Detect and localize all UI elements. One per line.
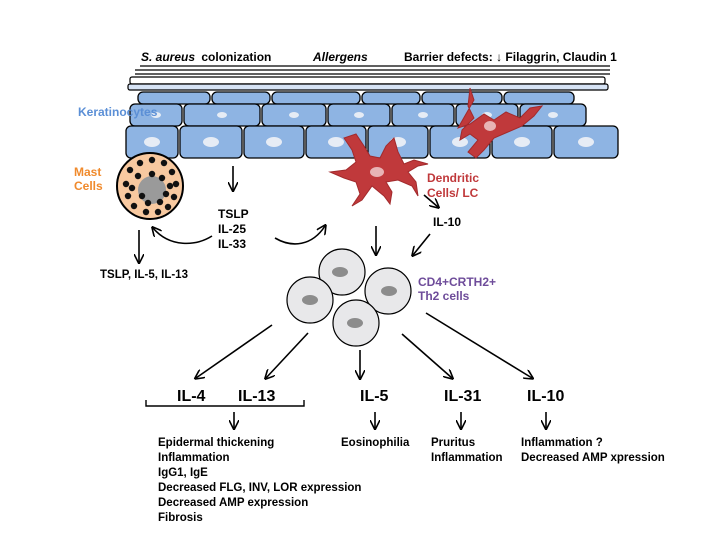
- mast-cell-granules: [122, 156, 180, 216]
- arrows-interleukins: [196, 312, 532, 378]
- barrier-defects-label: Barrier defects: ↓ Filaggrin, Claudin 1: [404, 50, 617, 64]
- keratinocyte-row-2: [129, 103, 587, 127]
- mast-granule: [166, 182, 174, 190]
- mast-granule: [134, 172, 142, 180]
- mast-products-label: TSLP, IL-5, IL-13: [100, 269, 188, 281]
- effect-il10-2: Decreased AMP xpression: [521, 452, 665, 464]
- keratinocyte-cell: [271, 91, 361, 105]
- mast-granule: [136, 159, 144, 167]
- keratinocyte-nucleus: [289, 112, 299, 118]
- keratinocyte-nucleus: [354, 112, 364, 118]
- keratinocyte-nucleus: [266, 137, 282, 147]
- th2-cells: [286, 248, 412, 347]
- upper-keratinocyte-layer: [127, 76, 609, 91]
- dendritic-label-2: Cells/ LC: [427, 186, 479, 200]
- il31-label: IL-31: [444, 388, 481, 405]
- effect-line: Decreased AMP expression: [158, 497, 308, 509]
- keratinocyte-row-3: [125, 125, 619, 159]
- keratinocyte-cell: [137, 91, 211, 105]
- dendritic-cell-upper: [456, 87, 544, 159]
- mast-granule: [164, 203, 172, 211]
- keratinocyte-row-1: [137, 91, 575, 105]
- mast-granule: [170, 193, 178, 201]
- keratinocyte-nucleus: [548, 112, 558, 118]
- mast-granule: [122, 180, 130, 188]
- mast-granule: [156, 198, 164, 206]
- mast-granule: [148, 156, 156, 164]
- keratinocyte-nucleus: [514, 137, 530, 147]
- cytokine-il25: IL-25: [218, 222, 246, 236]
- arrows-top: [139, 166, 438, 262]
- cytokine-il33: IL-33: [218, 237, 246, 251]
- effect-il31-2: Inflammation: [431, 452, 503, 464]
- mast-granule: [160, 159, 168, 167]
- mast-granule: [128, 184, 136, 192]
- effect-il10-1: Inflammation ?: [521, 437, 603, 449]
- effect-line: Fibrosis: [158, 512, 203, 524]
- mast-granule: [124, 192, 132, 200]
- keratinocyte-nucleus: [578, 137, 594, 147]
- keratinocyte-nucleus: [151, 112, 161, 118]
- dendritic-cell-lower: [328, 133, 429, 207]
- mast-label-2: Cells: [74, 179, 103, 193]
- il10-dc-label: IL-10: [433, 215, 461, 229]
- mast-granule: [172, 180, 180, 188]
- il5-label: IL-5: [360, 388, 389, 405]
- il10-label: IL-10: [527, 388, 564, 405]
- stratum-corneum: [135, 65, 610, 75]
- dendritic-label-1: Dendritic: [427, 171, 479, 185]
- keratinocyte-cell: [211, 91, 271, 105]
- mast-granule: [148, 170, 156, 178]
- keratinocyte-nucleus: [328, 137, 344, 147]
- effects-il4-il13: Epidermal thickening Inflammation IgG1, …: [158, 437, 361, 524]
- effect-il31-1: Pruritus: [431, 437, 475, 449]
- keratinocyte-cell: [361, 91, 421, 105]
- keratinocyte-nucleus: [203, 137, 219, 147]
- keratinocytes-label: Keratinocytes: [78, 105, 158, 119]
- mast-granule: [130, 202, 138, 210]
- mast-granule: [142, 208, 150, 216]
- mast-granule: [144, 199, 152, 207]
- keratinocyte-cell: [503, 91, 575, 105]
- effect-line: Inflammation: [158, 452, 230, 464]
- arrows-effects: [234, 412, 546, 428]
- il4-il13-bracket: [145, 400, 305, 407]
- mast-granule: [162, 190, 170, 198]
- allergens-label: Allergens: [312, 50, 368, 64]
- effect-il5: Eosinophilia: [341, 437, 410, 449]
- keratinocyte-cell: [421, 91, 503, 105]
- th2-label-1: CD4+CRTH2+: [418, 275, 496, 289]
- mast-granule: [154, 208, 162, 216]
- effect-line: Epidermal thickening: [158, 437, 274, 449]
- effect-line: Decreased FLG, INV, LOR expression: [158, 482, 361, 494]
- mast-label-1: Mast: [74, 165, 101, 179]
- s-aureus-colonization-label: S. aureus colonization: [141, 50, 271, 64]
- keratinocyte-nucleus: [217, 112, 227, 118]
- keratinocyte-nucleus: [418, 112, 428, 118]
- mast-granule: [158, 174, 166, 182]
- il4-label: IL-4: [177, 388, 206, 405]
- keratinocyte-nucleus: [452, 137, 468, 147]
- mast-granule: [126, 166, 134, 174]
- mast-granule: [168, 168, 176, 176]
- mast-cell: [116, 152, 184, 220]
- keratinocyte-nucleus: [144, 137, 160, 147]
- cytokine-tslp: TSLP: [218, 207, 249, 221]
- mast-granule: [138, 192, 146, 200]
- th2-label-2: Th2 cells: [418, 289, 470, 303]
- il13-label: IL-13: [238, 388, 275, 405]
- effect-line: IgG1, IgE: [158, 467, 208, 479]
